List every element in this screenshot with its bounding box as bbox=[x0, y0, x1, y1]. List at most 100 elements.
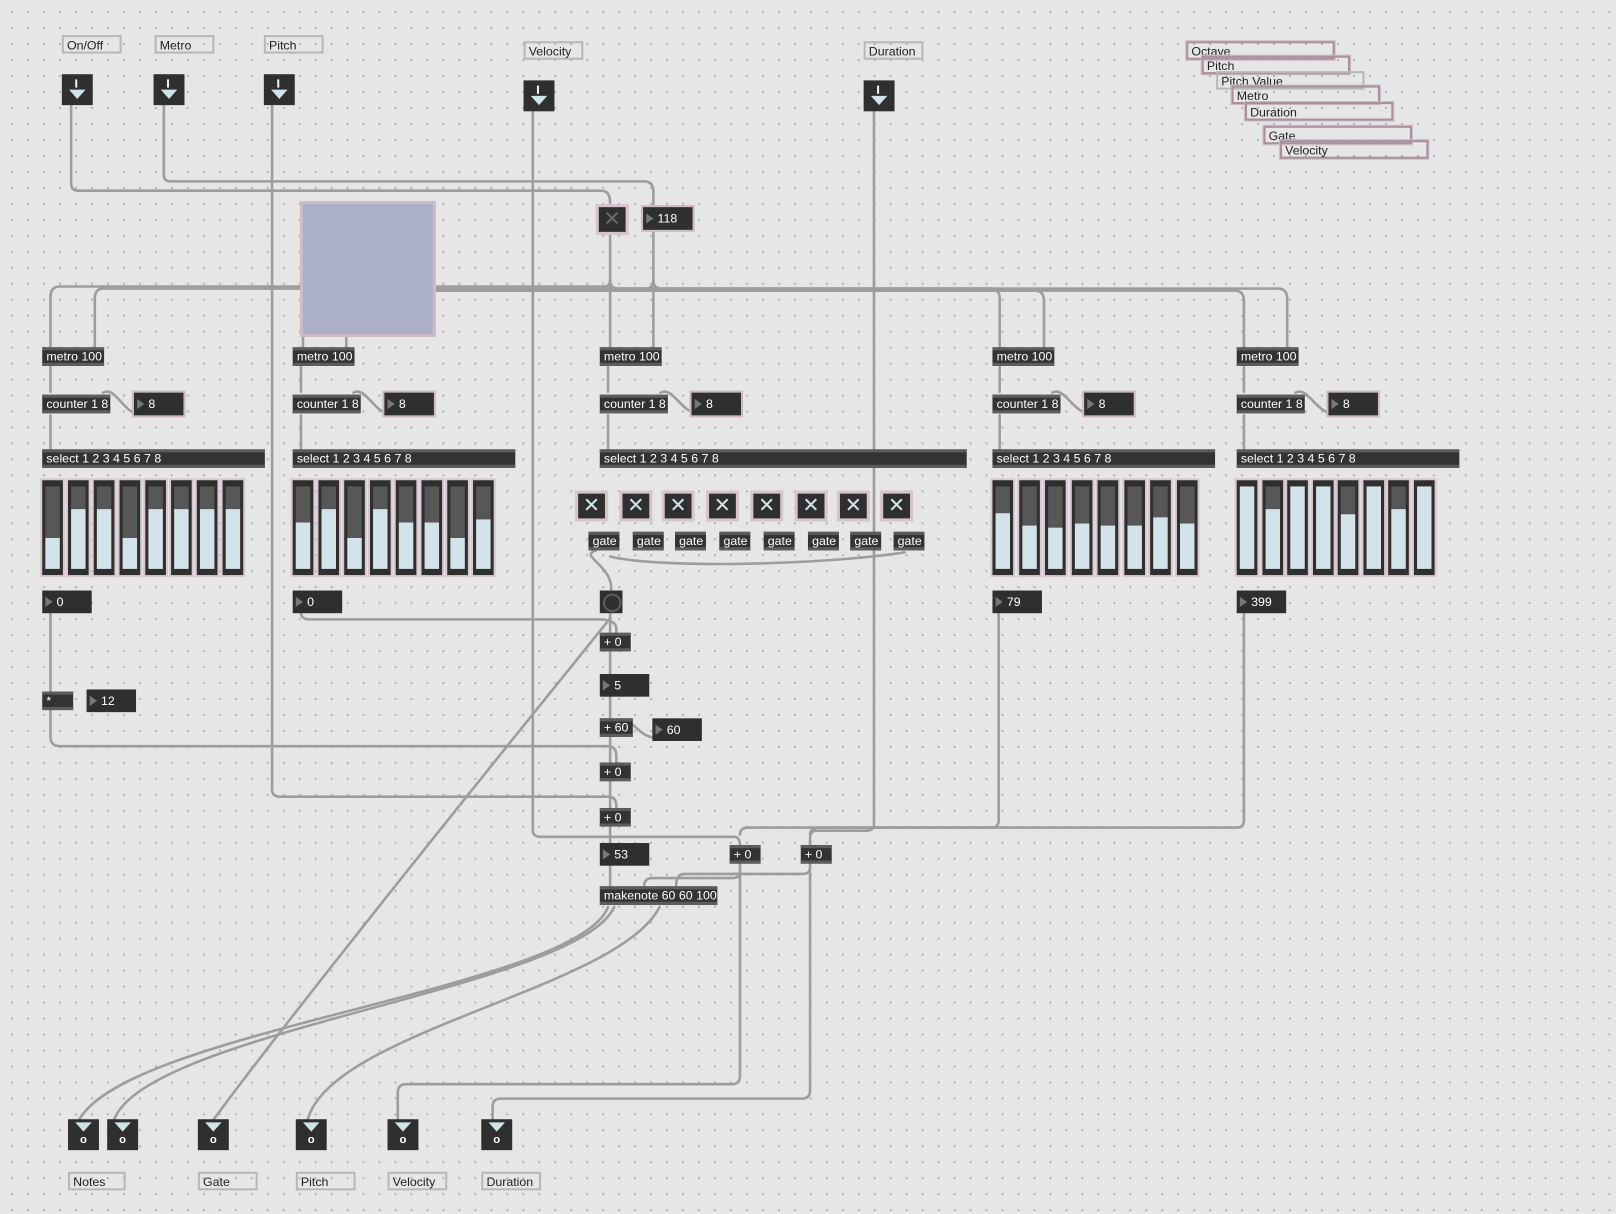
inlet-onoff[interactable] bbox=[61, 74, 93, 106]
gate-object-4[interactable]: gate bbox=[719, 531, 751, 551]
base-note-number[interactable]: 60 bbox=[652, 718, 702, 742]
bang-button[interactable] bbox=[599, 590, 623, 614]
slider-pitch-3[interactable] bbox=[344, 480, 365, 576]
slider-octave-6[interactable] bbox=[171, 480, 192, 576]
count-max-duration[interactable]: 8 bbox=[1084, 392, 1134, 416]
gate-object-8[interactable]: gate bbox=[893, 531, 925, 551]
slider-pitch-5[interactable] bbox=[395, 480, 417, 576]
metro-duration[interactable]: metro 100 bbox=[992, 347, 1055, 366]
slider-octave-1[interactable] bbox=[42, 480, 63, 576]
slider-pitch-1[interactable] bbox=[292, 480, 314, 576]
slider-velocity-2[interactable] bbox=[1261, 480, 1283, 576]
inlet-pitch[interactable] bbox=[263, 74, 295, 106]
plus-60-object[interactable]: + 60 bbox=[599, 718, 633, 737]
output-velocity[interactable]: 399 bbox=[1236, 590, 1287, 614]
slider-octave-8[interactable] bbox=[222, 480, 244, 576]
slider-duration-7[interactable] bbox=[1150, 480, 1171, 576]
count-max-octave[interactable]: 8 bbox=[133, 392, 184, 416]
outlet-pitch[interactable]: o bbox=[295, 1119, 327, 1151]
metro-velocity[interactable]: metro 100 bbox=[1236, 347, 1299, 366]
multiply-object[interactable]: * bbox=[42, 691, 74, 711]
select-gate[interactable]: select 1 2 3 4 5 6 7 8 bbox=[599, 449, 967, 468]
slider-pitch-4[interactable] bbox=[369, 480, 391, 576]
gate-object-5[interactable]: gate bbox=[763, 531, 795, 551]
plus-object-1[interactable]: + 0 bbox=[599, 632, 631, 652]
gate-object-1[interactable]: gate bbox=[588, 531, 620, 551]
outlet-notes-1[interactable]: o bbox=[68, 1119, 99, 1151]
counter-pitch[interactable]: counter 1 8 bbox=[292, 394, 361, 414]
slider-velocity-3[interactable] bbox=[1287, 480, 1308, 576]
gate-toggle-6[interactable]: ✕ bbox=[797, 493, 825, 519]
counter-duration[interactable]: counter 1 8 bbox=[992, 394, 1061, 414]
outlet-duration[interactable]: o bbox=[481, 1119, 513, 1151]
select-velocity[interactable]: select 1 2 3 4 5 6 7 8 bbox=[1236, 449, 1460, 468]
slider-velocity-1[interactable] bbox=[1236, 480, 1258, 576]
metro-pitch[interactable]: metro 100 bbox=[292, 347, 355, 366]
metro-gate[interactable]: metro 100 bbox=[599, 347, 662, 366]
slider-duration-5[interactable] bbox=[1097, 480, 1119, 576]
output-duration[interactable]: 79 bbox=[992, 590, 1042, 614]
counter-gate[interactable]: counter 1 8 bbox=[599, 394, 668, 414]
count-max-pitch[interactable]: 8 bbox=[384, 392, 434, 416]
count-max-velocity[interactable]: 8 bbox=[1328, 392, 1378, 416]
slider-octave-4[interactable] bbox=[119, 480, 141, 576]
counter-velocity[interactable]: counter 1 8 bbox=[1236, 394, 1305, 414]
slider-pitch-7[interactable] bbox=[447, 480, 468, 576]
slider-octave-3[interactable] bbox=[93, 480, 115, 576]
slider-pitch-2[interactable] bbox=[318, 480, 340, 576]
note-number[interactable]: 53 bbox=[599, 843, 650, 866]
slider-velocity-4[interactable] bbox=[1312, 480, 1334, 576]
slider-velocity-5[interactable] bbox=[1337, 480, 1359, 576]
gate-toggle-7[interactable]: ✕ bbox=[839, 493, 867, 519]
gate-object-6[interactable]: gate bbox=[807, 531, 839, 551]
select-duration[interactable]: select 1 2 3 4 5 6 7 8 bbox=[992, 449, 1216, 468]
plus-velocity-object[interactable]: + 0 bbox=[729, 845, 761, 864]
outlet-gate[interactable]: o bbox=[197, 1119, 229, 1151]
lcd-panel[interactable] bbox=[302, 204, 433, 334]
slider-octave-5[interactable] bbox=[145, 480, 166, 576]
slider-velocity-7[interactable] bbox=[1388, 480, 1409, 576]
gate-toggle-8[interactable]: ✕ bbox=[883, 493, 911, 519]
number-5[interactable]: 5 bbox=[599, 674, 650, 697]
slider-duration-1[interactable] bbox=[992, 480, 1014, 576]
slider-octave-7[interactable] bbox=[196, 480, 218, 576]
slider-velocity-8[interactable] bbox=[1413, 480, 1435, 576]
inlet-velocity[interactable] bbox=[523, 80, 555, 112]
select-pitch[interactable]: select 1 2 3 4 5 6 7 8 bbox=[292, 449, 516, 468]
plus-object-3[interactable]: + 0 bbox=[599, 807, 631, 827]
outlet-notes-2[interactable]: o bbox=[107, 1119, 139, 1151]
plus-object-2[interactable]: + 0 bbox=[599, 762, 631, 782]
select-octave[interactable]: select 1 2 3 4 5 6 7 8 bbox=[42, 449, 265, 468]
slider-pitch-8[interactable] bbox=[473, 480, 494, 576]
output-octave[interactable]: 0 bbox=[42, 590, 92, 614]
gate-object-7[interactable]: gate bbox=[850, 531, 882, 551]
metro-rate-number[interactable]: 118 bbox=[643, 207, 693, 230]
inlet-duration[interactable] bbox=[863, 80, 895, 112]
inlet-metro[interactable] bbox=[153, 74, 185, 106]
output-pitch[interactable]: 0 bbox=[292, 590, 343, 614]
slider-duration-3[interactable] bbox=[1045, 480, 1066, 576]
gate-toggle-1[interactable]: ✕ bbox=[578, 493, 605, 519]
gate-toggle-2[interactable]: ✕ bbox=[622, 493, 650, 519]
gate-object-3[interactable]: gate bbox=[675, 531, 706, 551]
gate-toggle-3[interactable]: ✕ bbox=[664, 493, 692, 519]
slider-octave-2[interactable] bbox=[68, 480, 89, 576]
metro-octave[interactable]: metro 100 bbox=[42, 347, 105, 366]
plus-duration-object[interactable]: + 0 bbox=[800, 845, 832, 864]
octave-factor-number[interactable]: 12 bbox=[86, 689, 137, 713]
master-toggle[interactable]: ✕ bbox=[598, 207, 626, 232]
makenote-object[interactable]: makenote 60 60 100 bbox=[599, 886, 718, 905]
count-max-gate[interactable]: 8 bbox=[691, 392, 742, 416]
slider-pitch-6[interactable] bbox=[421, 480, 443, 576]
gate-object-2[interactable]: gate bbox=[632, 531, 664, 551]
slider-duration-8[interactable] bbox=[1176, 480, 1198, 576]
slider-velocity-6[interactable] bbox=[1362, 480, 1384, 576]
gate-toggle-4[interactable]: ✕ bbox=[709, 493, 736, 519]
outlet-velocity[interactable]: o bbox=[387, 1119, 419, 1151]
counter-octave[interactable]: counter 1 8 bbox=[42, 394, 111, 414]
slider-duration-4[interactable] bbox=[1071, 480, 1092, 576]
slider-duration-2[interactable] bbox=[1018, 480, 1040, 576]
gate-toggle-5[interactable]: ✕ bbox=[753, 493, 781, 519]
slider-duration-6[interactable] bbox=[1123, 480, 1145, 576]
